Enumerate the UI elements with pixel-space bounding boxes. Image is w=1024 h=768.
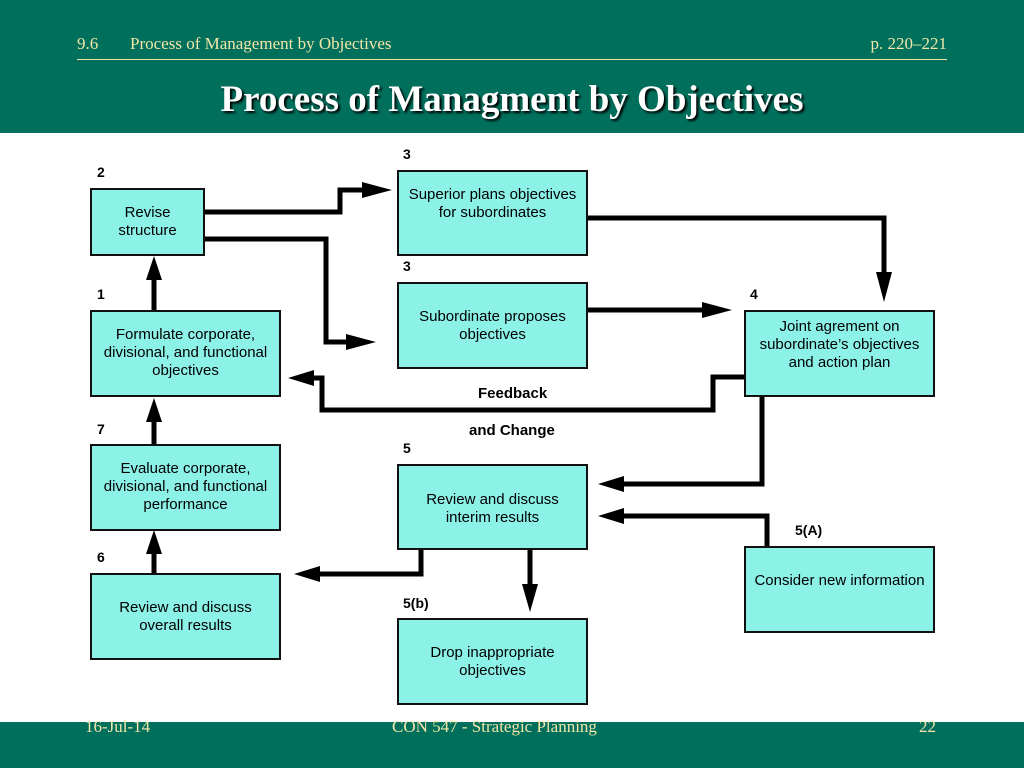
box-review-overall-label: Review and discuss overall results	[119, 599, 252, 634]
box-drop-objectives: Drop inappropriate objectives	[397, 618, 588, 705]
arrow-interim-to-overall	[312, 549, 424, 577]
arrow-feedback-to-formulate	[306, 374, 745, 413]
box-revise-structure-label: Revise structure	[118, 204, 177, 239]
box-formulate-objectives-label: Formulate corporate, divisional, and fun…	[103, 326, 268, 379]
arrow-revise-to-superior	[204, 187, 372, 215]
step-number-joint: 4	[750, 286, 758, 302]
box-formulate-objectives: Formulate corporate, divisional, and fun…	[90, 310, 281, 397]
box-evaluate-performance: Evaluate corporate, divisional, and func…	[90, 444, 281, 531]
box-consider-info-label: Consider new information	[754, 572, 925, 589]
step-number-subordinate: 3	[403, 258, 411, 274]
box-superior-plans: Superior plans objectives for subordinat…	[397, 170, 588, 256]
section-number: 9.6	[77, 34, 99, 53]
footer-slide-number: 22	[919, 717, 936, 736]
box-joint-agreement: Joint agrement on subordinate’s objectiv…	[744, 310, 935, 397]
box-consider-info: Consider new information	[744, 546, 935, 633]
box-joint-agreement-label: Joint agrement on subordinate’s objectiv…	[759, 318, 920, 371]
box-drop-objectives-label: Drop inappropriate objectives	[430, 644, 555, 679]
box-superior-plans-label: Superior plans objectives for subordinat…	[408, 186, 577, 221]
box-review-interim-label: Review and discuss interim results	[426, 491, 559, 526]
box-evaluate-performance-label: Evaluate corporate, divisional, and func…	[103, 460, 268, 513]
header-band	[0, 0, 1024, 133]
box-review-overall: Review and discuss overall results	[90, 573, 281, 660]
step-number-superior: 3	[403, 146, 411, 162]
footer-band	[0, 722, 1024, 768]
arrow-superior-to-joint	[587, 215, 887, 282]
header-rule	[77, 59, 947, 60]
arrow-joint-to-interim	[616, 396, 765, 487]
footer-date: 16-Jul-14	[85, 717, 151, 736]
box-subordinate-proposes-label: Subordinate proposes objectives	[419, 308, 566, 343]
slide-title: Process of Managment by Objectives	[220, 79, 804, 120]
step-number-consider: 5(A)	[795, 522, 823, 538]
box-subordinate-proposes: Subordinate proposes objectives	[397, 282, 588, 369]
step-number-review-interim: 5	[403, 440, 411, 456]
step-number-review-overall: 6	[97, 549, 105, 565]
change-label: and Change	[469, 422, 555, 439]
section-title: Process of Management by Objectives	[130, 34, 392, 53]
footer-course: CON 547 - Strategic Planning	[392, 717, 597, 736]
arrow-consider-to-interim	[616, 513, 770, 546]
page-reference: p. 220–221	[870, 34, 948, 53]
step-number-formulate: 1	[97, 286, 105, 302]
step-number-evaluate: 7	[97, 421, 105, 437]
step-number-drop: 5(b)	[403, 595, 429, 611]
step-number-revise: 2	[97, 164, 105, 180]
arrow-revise-to-subordinate	[204, 236, 358, 345]
box-review-interim: Review and discuss interim results	[397, 464, 588, 550]
feedback-label: Feedback	[478, 385, 548, 402]
box-revise-structure: Revise structure	[90, 188, 205, 256]
